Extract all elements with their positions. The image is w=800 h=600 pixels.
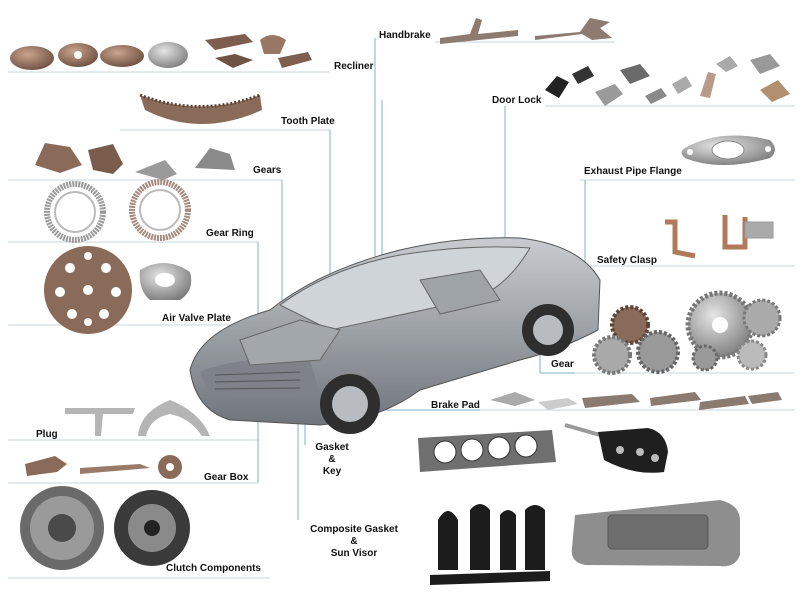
gears-parts	[35, 143, 235, 180]
air-valve-plate-parts	[44, 246, 192, 334]
label-exhaust-pipe-flange: Exhaust Pipe Flange	[584, 166, 682, 177]
tooth-plate-part	[139, 93, 262, 124]
label-composite-line1: Composite Gasket	[310, 524, 398, 535]
gear-ring-parts	[44, 179, 191, 243]
label-composite-line3: Sun Visor	[330, 548, 378, 559]
gasket-key-parts	[418, 423, 668, 473]
label-gasket-key-line1: Gasket	[315, 442, 349, 453]
separator-lines	[8, 41, 795, 579]
recliner-parts	[10, 34, 312, 70]
label-composite-gasket-sun-visor: Composite Gasket & Sun Visor	[306, 524, 402, 560]
door-lock-parts	[545, 54, 790, 106]
label-gear-box: Gear Box	[204, 472, 249, 483]
label-gear-ring: Gear Ring	[206, 228, 254, 239]
label-gears: Gears	[253, 165, 282, 176]
label-recliner: Recliner	[334, 61, 374, 72]
plug-parts	[65, 400, 210, 436]
label-safety-clasp: Safety Clasp	[597, 255, 658, 266]
label-clutch-components: Clutch Components	[166, 563, 261, 574]
gear-parts	[592, 290, 782, 375]
label-gasket-key: Gasket & Key	[311, 442, 353, 478]
label-plug: Plug	[36, 429, 58, 440]
label-composite-line2: &	[350, 536, 358, 547]
composite-gasket-parts	[430, 504, 550, 585]
label-tooth-plate: Tooth Plate	[281, 116, 335, 127]
sun-visor-part	[571, 500, 740, 567]
handbrake-parts	[440, 18, 612, 44]
car-cutaway	[189, 237, 601, 434]
safety-clasp-parts	[665, 215, 774, 259]
exhaust-flange-part	[681, 135, 775, 165]
label-gear: Gear	[551, 359, 574, 370]
label-handbrake: Handbrake	[379, 30, 431, 41]
clutch-components-parts	[20, 486, 190, 570]
label-air-valve-plate: Air Valve Plate	[162, 313, 231, 324]
brake-pad-parts	[490, 392, 782, 410]
label-door-lock: Door Lock	[492, 95, 542, 106]
gear-box-parts	[25, 455, 182, 479]
label-gasket-key-line3: Key	[322, 466, 342, 477]
label-gasket-key-line2: &	[328, 454, 336, 465]
label-brake-pad: Brake Pad	[431, 400, 480, 411]
